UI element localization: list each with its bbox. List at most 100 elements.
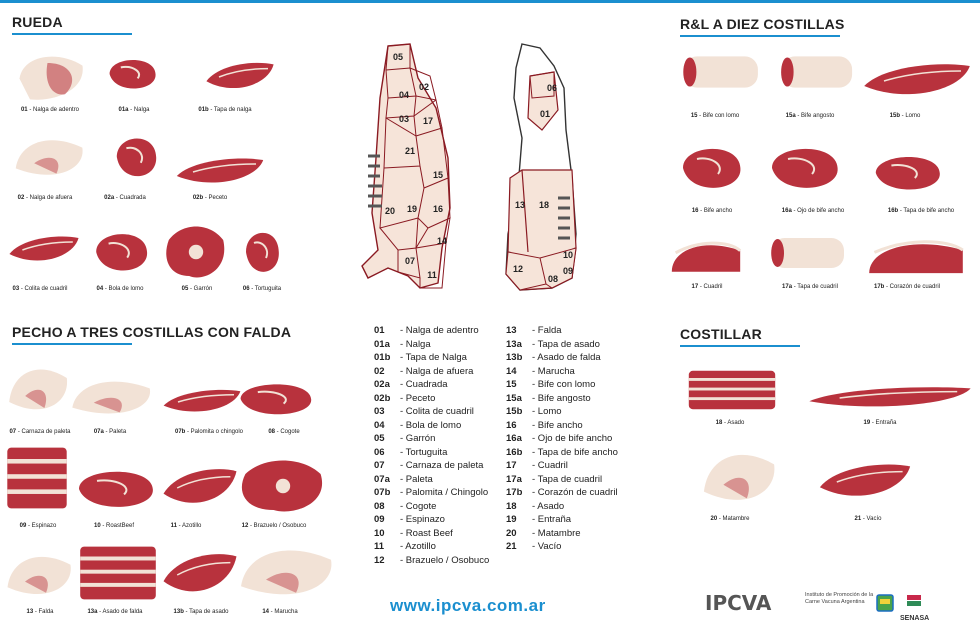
- legend-name: - Brazuelo / Osobuco: [400, 554, 490, 566]
- legend-row: 07a- Paleta: [374, 474, 433, 485]
- legend-code: 07b: [374, 487, 391, 498]
- cut-code: 07: [9, 429, 17, 435]
- legend-name: - Espinazo: [400, 514, 445, 525]
- legend-name: - Nalga: [400, 338, 431, 350]
- legend-name: - Asado de falda: [532, 352, 601, 363]
- cut-name: - Vacío: [861, 516, 882, 522]
- cut-image-c01a: [104, 52, 160, 96]
- cut-image-c15b: [862, 56, 972, 106]
- cut-image-c04: [90, 224, 152, 280]
- legend-name: - Bife ancho: [532, 419, 583, 431]
- cut-code: 06: [242, 286, 250, 292]
- legend-row: 12 - Brazuelo / Osobuco: [374, 555, 489, 566]
- cut-code: 08: [268, 429, 275, 435]
- cut-name: - Asado: [722, 420, 745, 426]
- cut-name: - Cuadrada: [114, 195, 146, 201]
- legend-name: - Tortuguita: [400, 446, 448, 458]
- legend-name: - Carnaza de paleta: [400, 460, 484, 471]
- legend-row: 02b- Peceto: [374, 393, 435, 404]
- legend-row: 13a- Tapa de asado: [506, 339, 600, 350]
- cut-image-c16b: [868, 148, 946, 198]
- cut-name: - Bife ancho: [698, 208, 733, 214]
- legend-name: - Ojo de bife ancho: [532, 433, 613, 444]
- cut-name: - Espinazo: [26, 523, 57, 529]
- carcass-region-label: 20: [385, 206, 395, 216]
- legend-name: - Marucha: [532, 365, 575, 377]
- cut-code: 02: [17, 195, 25, 201]
- legend-row: 02- Nalga de afuera: [374, 366, 473, 377]
- section-rule: [12, 343, 132, 345]
- cut-caption-c13a: 13a - Asado de falda: [87, 609, 142, 616]
- legend-code: 12: [374, 554, 385, 566]
- legend-row: 09 - Espinazo: [374, 514, 445, 525]
- cut-code: 15b: [889, 113, 900, 119]
- cut-name: - Cuadril: [698, 284, 723, 290]
- cut-caption-c19: 19 - Entraña: [863, 420, 896, 427]
- cut-caption-c21: 21 - Vacío: [855, 516, 882, 523]
- legend-row: 02a- Cuadrada: [374, 379, 448, 390]
- legend-row: 21- Vacío: [506, 541, 561, 552]
- legend-row: 03- Colita de cuadril: [374, 406, 474, 417]
- website-url[interactable]: www.ipcva.com.ar: [390, 596, 546, 615]
- legend-row: 06- Tortuguita: [374, 447, 447, 458]
- cut-code: 01b: [198, 107, 209, 113]
- cut-caption-c02: 02 - Nalga de afuera: [18, 195, 73, 202]
- cut-name: - Bife con lomo: [697, 113, 740, 119]
- cut-image-c14: [236, 540, 336, 606]
- cut-code: 13: [26, 609, 34, 615]
- legend-code: 01a: [374, 338, 390, 350]
- legend-code: 13b: [506, 352, 523, 363]
- legend-name: - Lomo: [532, 406, 562, 417]
- legend-name: - Entraña: [532, 514, 572, 525]
- legend-row: 16- Bife ancho: [506, 420, 583, 431]
- legend-code: 16b: [506, 446, 523, 458]
- cut-name: - Brazuelo / Osobuco: [248, 523, 307, 529]
- legend-code: 17a: [506, 473, 522, 485]
- cut-name: - Ojo de bife ancho: [791, 208, 845, 214]
- cut-image-c17b: [864, 234, 968, 280]
- cut-image-c19: [806, 382, 974, 414]
- cut-caption-c16: 16 - Bife ancho: [692, 208, 732, 215]
- carcass-region-label: 10: [563, 250, 573, 260]
- cut-image-c12: [236, 456, 330, 516]
- cut-code: 12: [241, 523, 249, 529]
- cut-image-c01b: [205, 56, 275, 98]
- legend-name: - Bife angosto: [532, 392, 591, 404]
- cut-caption-c02b: 02b - Peceto: [193, 195, 227, 202]
- cut-caption-c13: 13 - Falda: [26, 609, 53, 616]
- legend-code: 15b: [506, 406, 523, 417]
- shield-icon: [876, 594, 894, 612]
- cut-caption-c16a: 16a - Ojo de bife ancho: [782, 208, 844, 215]
- legend-code: 02: [374, 365, 385, 377]
- ipcva-logo-word: IPCVA: [705, 591, 772, 615]
- cut-caption-c06: 06 - Tortuguita: [243, 286, 281, 293]
- cut-caption-c16b: 16b - Tapa de bife ancho: [888, 208, 954, 215]
- cut-code: 10: [93, 523, 101, 529]
- cut-name: - Tapa de cuadril: [792, 284, 838, 290]
- legend-code: 09: [374, 514, 385, 525]
- legend-name: - Nalga de adentro: [400, 325, 479, 336]
- cut-caption-c01b: 01b - Tapa de nalga: [198, 107, 251, 114]
- cut-image-c02a: [112, 128, 160, 186]
- carcass-region-label: 08: [548, 274, 558, 284]
- legend-row: 07b- Palomita / Chingolo: [374, 487, 488, 498]
- cut-image-c10: [70, 462, 160, 516]
- legend-name: - Tapa de cuadril: [532, 473, 603, 485]
- cut-image-c01: [16, 50, 86, 102]
- legend-row: 16a- Ojo de bife ancho: [506, 433, 612, 444]
- cut-name: - Nalga: [128, 107, 150, 113]
- cut-code: 07b: [174, 429, 186, 435]
- legend-code: 19: [506, 514, 517, 525]
- carcass-region-label: 06: [547, 83, 557, 93]
- cut-image-c18: [684, 366, 780, 414]
- cut-caption-c01a: 01a - Nalga: [118, 107, 149, 114]
- cut-name: - Bola de lomo: [103, 286, 144, 292]
- cut-image-c17: [668, 236, 744, 278]
- cut-image-c08: [232, 376, 318, 422]
- cut-caption-c07a: 07a - Paleta: [94, 429, 126, 436]
- carcass-region-label: 14: [437, 236, 447, 246]
- legend-name: - Falda: [532, 325, 562, 336]
- legend-name: - Bola de lomo: [400, 419, 462, 431]
